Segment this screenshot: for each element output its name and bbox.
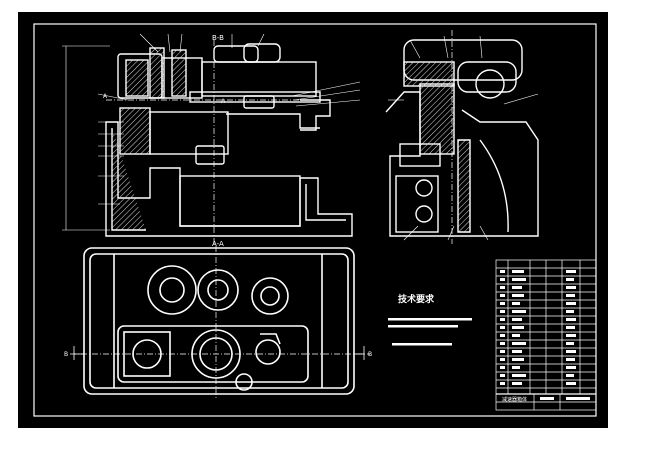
marker-b-left: B (64, 351, 68, 358)
side-section-view (385, 30, 539, 244)
inner-frame (33, 23, 597, 417)
marker-a-left: A (103, 93, 108, 100)
title-block-name: 减速器箱体 (502, 396, 527, 403)
tech-req-line-1 (388, 318, 472, 321)
parts-list (495, 259, 597, 411)
section-aa-label: A-A (212, 240, 224, 248)
plan-view (70, 246, 370, 398)
marker-a-right: A (221, 98, 226, 105)
section-bb-label: B-B (212, 34, 224, 42)
tech-req-line-3 (392, 343, 452, 346)
marker-b-right: B (368, 351, 372, 358)
tech-req-line-2 (388, 325, 458, 328)
front-view-leaders (97, 33, 361, 205)
tech-req-title: 技术要求 (398, 293, 435, 305)
plan-view-markers: B B (64, 346, 372, 360)
front-section-view: B-B A-A A A (62, 34, 353, 248)
technical-requirements: 技术要求 (388, 293, 472, 346)
side-view-leaders (388, 35, 539, 241)
parts-list-fill (500, 270, 590, 400)
